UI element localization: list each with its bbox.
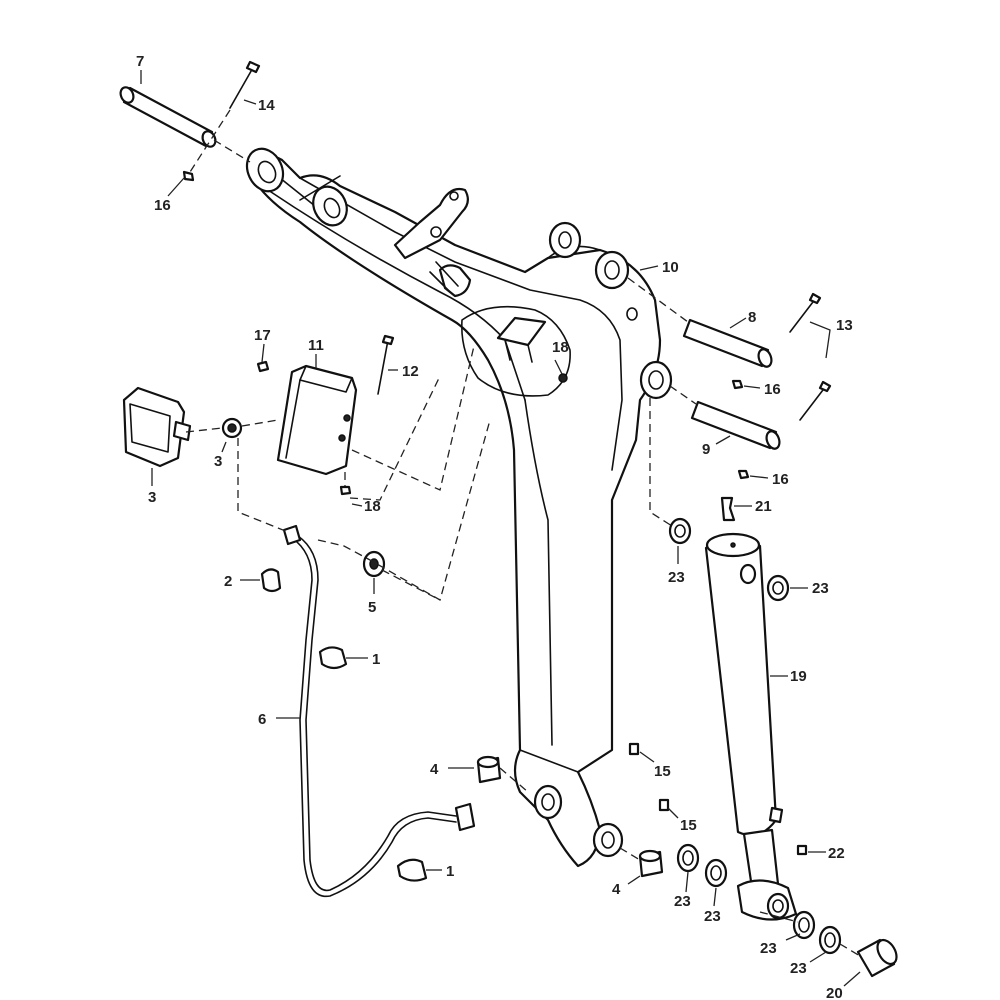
callout-23: 23 bbox=[704, 908, 721, 925]
callout-16: 16 bbox=[772, 471, 789, 488]
nut-18-lower bbox=[339, 485, 352, 496]
pin-9 bbox=[690, 400, 781, 450]
callout-8: 8 bbox=[748, 309, 756, 326]
bolt-14 bbox=[229, 60, 261, 109]
callout-23: 23 bbox=[812, 580, 829, 597]
grease-fitting-22 bbox=[796, 844, 808, 856]
callout-18: 18 bbox=[552, 339, 569, 356]
bushing-4-lower bbox=[638, 849, 664, 878]
callout-1: 1 bbox=[372, 651, 380, 668]
callout-23: 23 bbox=[674, 893, 691, 910]
callout-16: 16 bbox=[154, 197, 171, 214]
assembly-lines bbox=[185, 109, 861, 957]
callout-22: 22 bbox=[828, 845, 845, 862]
light-mount-3 bbox=[221, 417, 243, 439]
nut-18-boom bbox=[558, 373, 568, 383]
callout-12: 12 bbox=[402, 363, 419, 380]
shim-23-a bbox=[676, 843, 700, 873]
callout-23: 23 bbox=[790, 960, 807, 977]
callout-2: 2 bbox=[224, 573, 232, 590]
bushing-4-upper bbox=[476, 755, 502, 784]
callout-4: 4 bbox=[612, 881, 621, 898]
shim-23-c bbox=[792, 910, 816, 940]
grease-fitting-21 bbox=[720, 496, 736, 522]
clip-1-upper bbox=[318, 646, 348, 670]
shim-23-right bbox=[766, 574, 790, 602]
light-bracket-11 bbox=[276, 364, 358, 476]
callout-7: 7 bbox=[136, 53, 144, 70]
nut-16-upper bbox=[182, 170, 195, 182]
callout-3: 3 bbox=[214, 453, 222, 470]
grommet-5 bbox=[362, 550, 386, 578]
callout-23: 23 bbox=[668, 569, 685, 586]
callout-14: 14 bbox=[258, 97, 275, 114]
callout-9: 9 bbox=[702, 441, 710, 458]
bolts-13 bbox=[789, 292, 832, 421]
clip-1-lower bbox=[396, 858, 428, 882]
callout-3: 3 bbox=[148, 489, 156, 506]
clamp-2 bbox=[260, 568, 282, 593]
work-light-3 bbox=[122, 386, 192, 468]
bolt-12 bbox=[377, 334, 395, 395]
callout-19: 19 bbox=[790, 668, 807, 685]
nut-16-mid bbox=[731, 379, 744, 390]
callout-1: 1 bbox=[446, 863, 454, 880]
callout-5: 5 bbox=[368, 599, 376, 616]
callout-17: 17 bbox=[254, 327, 271, 344]
callout-18: 18 bbox=[364, 498, 381, 515]
wire-harness-6 bbox=[282, 524, 476, 898]
callouts: 7 14 16 10 8 13 16 9 16 17 11 12 18 18 3… bbox=[136, 53, 853, 1000]
leader-lines bbox=[140, 70, 861, 987]
callout-11: 11 bbox=[308, 337, 324, 354]
boom-cylinder-19 bbox=[704, 532, 798, 921]
pin-8 bbox=[682, 318, 773, 368]
shim-23-upper bbox=[668, 517, 692, 545]
callout-15: 15 bbox=[654, 763, 671, 780]
callout-10: 10 bbox=[662, 259, 679, 276]
callout-6: 6 bbox=[258, 711, 266, 728]
grease-fitting-15-lower bbox=[658, 798, 670, 812]
callout-4: 4 bbox=[430, 761, 439, 778]
pin-7 bbox=[119, 86, 217, 148]
callout-13: 13 bbox=[836, 317, 853, 334]
bushing-20 bbox=[856, 938, 898, 978]
boom-assembly bbox=[245, 147, 673, 868]
callout-21: 21 bbox=[755, 498, 772, 515]
callout-16: 16 bbox=[764, 381, 781, 398]
grease-fitting-15-upper bbox=[628, 742, 640, 756]
shim-23-d bbox=[818, 925, 842, 955]
callout-20: 20 bbox=[826, 985, 843, 1000]
shim-23-b bbox=[704, 858, 728, 888]
screw-17 bbox=[256, 360, 270, 373]
callout-23: 23 bbox=[760, 940, 777, 957]
nut-16-lower bbox=[737, 469, 750, 480]
callout-15: 15 bbox=[680, 817, 697, 834]
